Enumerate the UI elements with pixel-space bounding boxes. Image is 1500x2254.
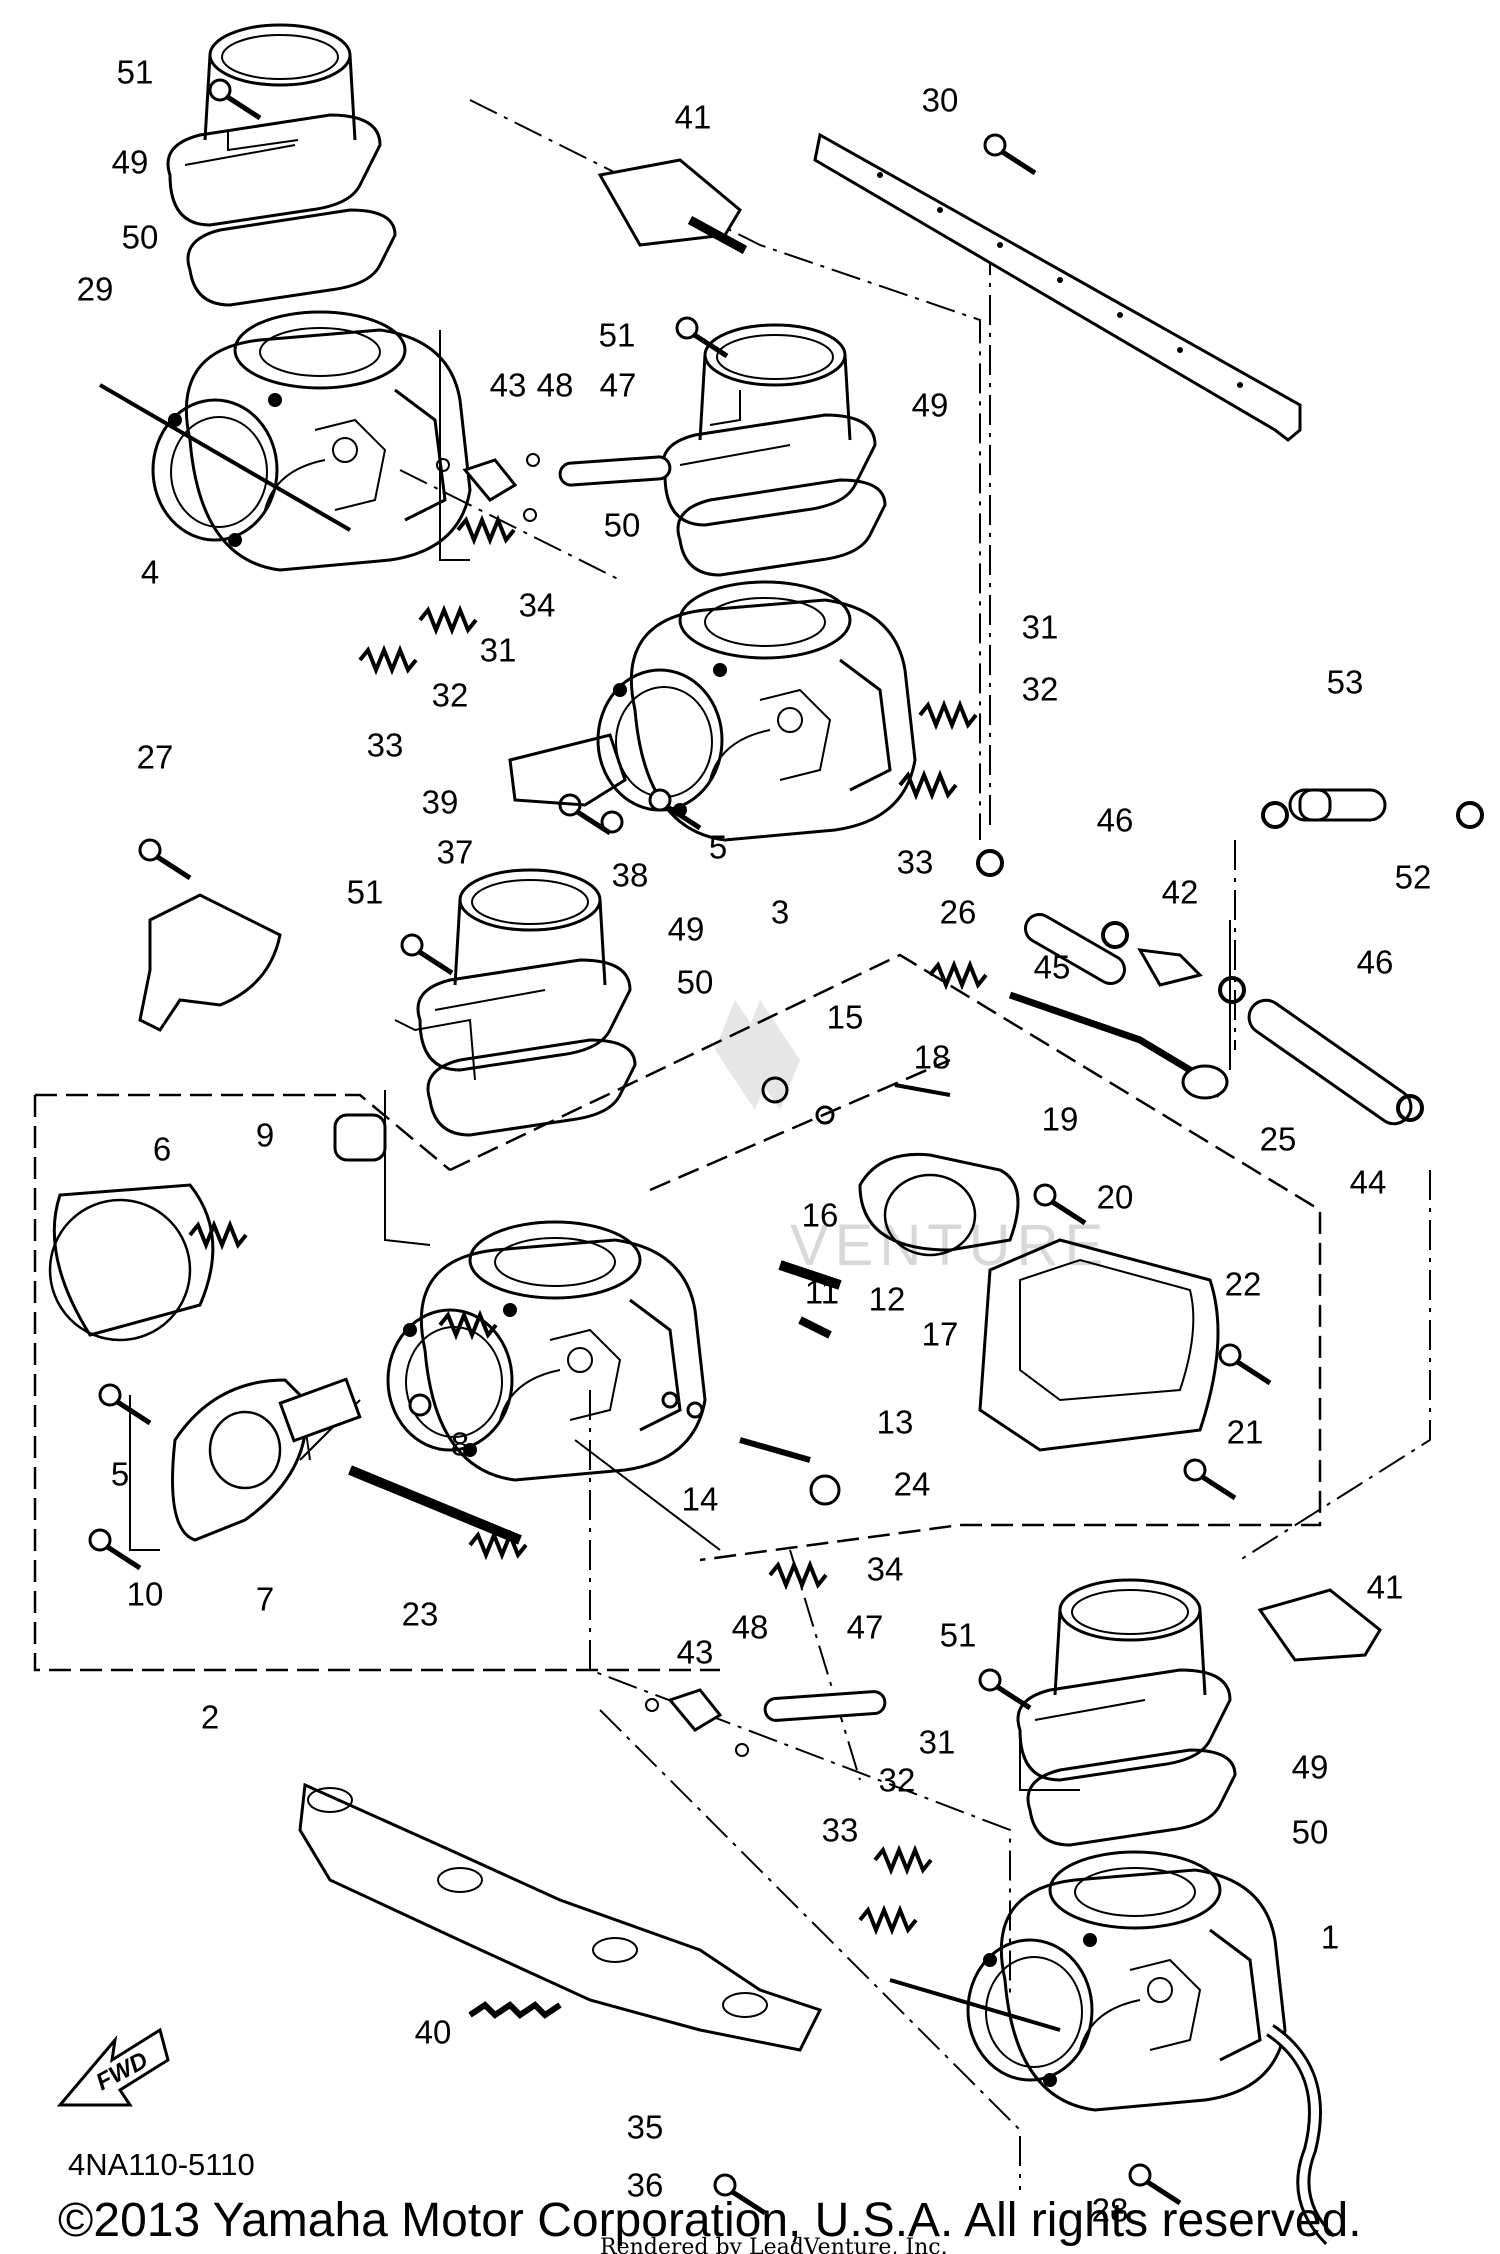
callout-48: 48	[732, 1609, 769, 1646]
callout-33: 33	[367, 727, 404, 764]
callout-13: 13	[877, 1404, 914, 1441]
fwd-arrow-icon: FWD	[56, 2027, 170, 2107]
callout-41: 41	[675, 99, 712, 136]
callout-41: 41	[1367, 1569, 1404, 1606]
callout-9: 9	[256, 1117, 274, 1154]
callout-16: 16	[802, 1197, 839, 1234]
callout-34: 34	[519, 587, 556, 624]
callout-23: 23	[402, 1596, 439, 1633]
callout-31: 31	[480, 632, 517, 669]
callout-52: 52	[1395, 859, 1432, 896]
part-number: 4NA110-5110	[68, 2147, 255, 2182]
rendered-by: Rendered by LeadVenture, Inc.	[600, 2235, 948, 2254]
carburetor-body-4	[98, 23, 472, 572]
callout-40: 40	[415, 2014, 452, 2051]
callout-21: 21	[1227, 1414, 1264, 1451]
callout-14: 14	[682, 1481, 719, 1518]
callout-2: 2	[201, 1699, 219, 1736]
callout-6: 6	[153, 1131, 171, 1168]
callout-30: 30	[922, 82, 959, 119]
small-parts	[48, 80, 1484, 2213]
callout-17: 17	[922, 1316, 959, 1353]
callouts: 51 49 50 29 4 41 30 51 43 48 47 49 50 34…	[77, 54, 1432, 2229]
callout-51: 51	[599, 317, 636, 354]
callout-18: 18	[914, 1039, 951, 1076]
callout-15: 15	[827, 999, 864, 1036]
callout-50: 50	[122, 219, 159, 256]
callout-19: 19	[1042, 1101, 1079, 1138]
callout-51: 51	[347, 874, 384, 911]
callout-33: 33	[822, 1812, 859, 1849]
callout-38: 38	[612, 857, 649, 894]
callout-32: 32	[432, 677, 469, 714]
callout-47: 47	[847, 1609, 884, 1646]
callout-49: 49	[112, 144, 149, 181]
assembly-outline-2	[33, 953, 1322, 1672]
callout-5: 5	[709, 829, 727, 866]
callout-22: 22	[1225, 1266, 1262, 1303]
callout-11: 11	[805, 1274, 839, 1311]
callout-25: 25	[1260, 1121, 1297, 1158]
callout-26: 26	[940, 894, 977, 931]
callout-46: 46	[1357, 944, 1394, 981]
callout-45: 45	[1034, 949, 1071, 986]
callout-53: 53	[1327, 664, 1364, 701]
callout-31: 31	[1022, 609, 1059, 646]
callout-32: 32	[879, 1762, 916, 1799]
callout-4: 4	[141, 554, 159, 591]
callout-35: 35	[627, 2109, 664, 2146]
callout-49: 49	[668, 911, 705, 948]
callout-36: 36	[627, 2167, 664, 2204]
callout-20: 20	[1097, 1179, 1134, 1216]
carburetor-body-1	[889, 1578, 1336, 2245]
callout-8: 8	[451, 1426, 469, 1463]
callout-28: 28	[1092, 2192, 1129, 2229]
callout-49: 49	[912, 387, 949, 424]
callout-33: 33	[897, 844, 934, 881]
link-plate	[298, 1782, 823, 2052]
callout-3: 3	[771, 894, 789, 931]
callout-49: 49	[1292, 1749, 1329, 1786]
carburetor-body-3	[596, 323, 917, 842]
copyright: ©2013 Yamaha Motor Corporation, U.S.A. A…	[58, 2194, 1362, 2247]
callout-51: 51	[117, 54, 154, 91]
callout-39: 39	[422, 784, 459, 821]
callout-50: 50	[1292, 1814, 1329, 1851]
callout-50: 50	[604, 507, 641, 544]
fuel-rail-bracket	[813, 132, 1302, 442]
callout-51: 51	[940, 1617, 977, 1654]
callout-47: 47	[600, 367, 637, 404]
callout-42: 42	[1162, 874, 1199, 911]
callout-37: 37	[437, 834, 474, 871]
callout-1: 1	[1321, 1919, 1339, 1956]
callout-43: 43	[677, 1634, 714, 1671]
callout-5: 5	[111, 1456, 129, 1493]
callout-10: 10	[127, 1576, 164, 1613]
callout-29: 29	[77, 271, 114, 308]
callout-46: 46	[1097, 802, 1134, 839]
watermark: VENTURE	[715, 1000, 1103, 1278]
callout-24: 24	[894, 1466, 931, 1503]
callout-7: 7	[256, 1581, 274, 1618]
callout-12: 12	[869, 1281, 906, 1318]
callout-34: 34	[867, 1551, 904, 1588]
callout-44: 44	[1350, 1164, 1387, 1201]
callout-50: 50	[677, 964, 714, 1001]
callout-48: 48	[537, 367, 574, 404]
callout-32: 32	[1022, 671, 1059, 708]
callout-27: 27	[137, 739, 174, 776]
callout-31: 31	[919, 1724, 956, 1761]
callout-43: 43	[490, 367, 527, 404]
